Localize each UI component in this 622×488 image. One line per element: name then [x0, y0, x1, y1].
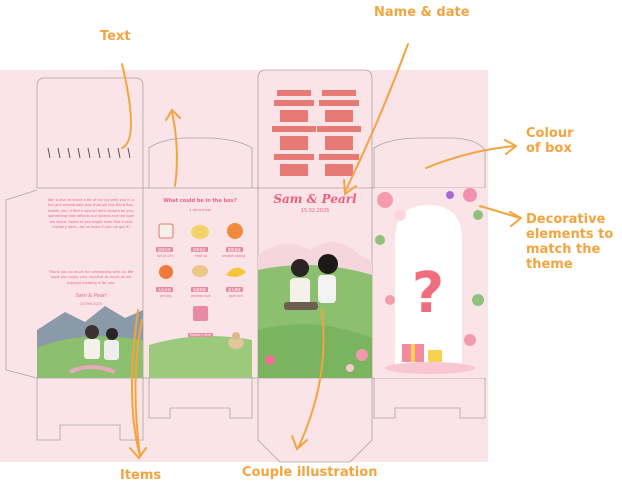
- pug-illustration: [228, 337, 244, 349]
- panel3-names: Sam & Pearl: [273, 192, 357, 206]
- item-sub: mad up: [195, 254, 208, 258]
- annotation-colour: Colour of box: [526, 126, 574, 156]
- arrow-name-date: [343, 43, 409, 196]
- top-flap-3: [257, 69, 373, 188]
- panel1-illustration: [37, 306, 143, 378]
- panel2-subtitle: 1 do not eat: [189, 208, 211, 212]
- item-label: 财源滚滚: [191, 287, 208, 292]
- item-label-mystery: Mystery item: [188, 333, 213, 337]
- item-sub: endless luck: [191, 294, 211, 298]
- arrow-couple: [291, 309, 325, 451]
- item-sub: smooth sailing: [222, 254, 246, 258]
- question-mark-icon: ?: [412, 261, 444, 326]
- panel1-signature: Sam & Pearl: [75, 293, 107, 299]
- annotation-text: Text: [100, 29, 131, 44]
- top-flap-2: [148, 137, 253, 188]
- item-sub: win big: [160, 294, 172, 298]
- item-label: 大吉大利: [156, 287, 173, 292]
- item-sub: full of 10's: [157, 254, 174, 258]
- side-flap: [5, 189, 38, 379]
- top-flap-4: [373, 137, 486, 188]
- item-label: 囍囍出来: [156, 247, 173, 252]
- arrow-text: [121, 63, 132, 149]
- bottom-flap-4: [373, 378, 486, 419]
- decorative-panel: ?: [374, 188, 485, 378]
- annotation-name-date: Name & date: [374, 5, 470, 20]
- annotation-items: Items: [120, 468, 162, 483]
- item-sub: gold rich: [229, 294, 243, 298]
- annotation-couple: Couple illustration: [242, 465, 378, 480]
- item-label: 甜甜蜜蜜: [226, 247, 243, 252]
- bottom-flap-1: [36, 378, 144, 441]
- panel2-illustration: [149, 332, 252, 378]
- item-label: 金玉满堂: [226, 287, 243, 292]
- top-flap-1: [36, 77, 144, 188]
- couple-illustration: [258, 242, 372, 378]
- arrow-items: [129, 309, 147, 460]
- panel1-date: 15 Feb 2025: [79, 302, 103, 306]
- panel1-thanks: Thank you so much for celebrating with u…: [48, 270, 134, 285]
- double-happiness-symbol: [272, 90, 361, 176]
- panel1-message: We' d love to share a bit of our joy wit…: [47, 198, 135, 230]
- bottom-flap-2: [148, 378, 253, 419]
- bottom-flap-3: [257, 378, 373, 463]
- annotation-decorative: Decorative elements to match the theme: [526, 212, 614, 272]
- arrow-colour: [425, 139, 518, 169]
- item-label: 好事将近: [191, 247, 208, 252]
- arrow-items-2: [134, 319, 143, 457]
- panel3-date: 15.02.2025: [300, 208, 330, 214]
- panel2-title: What could be in the box?: [163, 198, 237, 204]
- panel2-item-icons: [158, 223, 246, 321]
- arrow-decorative: [479, 205, 523, 227]
